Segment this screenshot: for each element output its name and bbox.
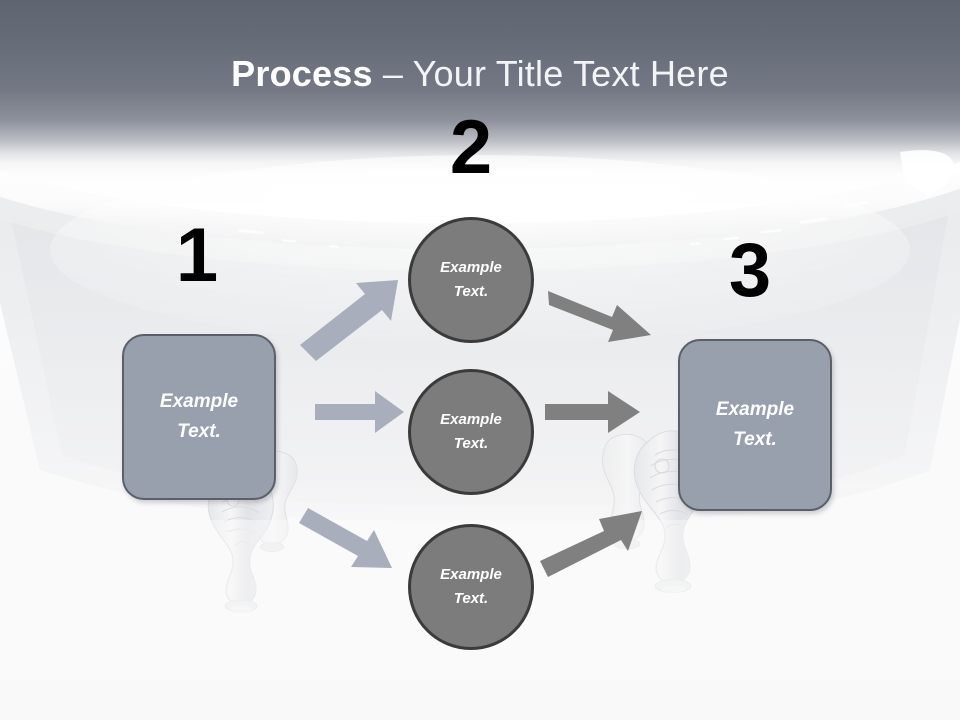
node-circle-middle[interactable]: Example Text. xyxy=(408,369,534,495)
node-right-box-text: Example Text. xyxy=(716,395,794,455)
node-circle-bottom-text: Example Text. xyxy=(440,563,502,611)
node-circle-top-line1: Example xyxy=(440,259,502,276)
node-circle-bottom-line1: Example xyxy=(440,566,502,583)
arrow-left-to-top xyxy=(300,280,398,361)
arrow-middle-to-right xyxy=(545,391,640,433)
node-right-box-line1: Example xyxy=(715,399,795,420)
step-number-1: 1 xyxy=(175,213,219,298)
title-light: – Your Title Text Here xyxy=(372,53,729,94)
node-circle-top[interactable]: Example Text. xyxy=(408,217,534,343)
node-circle-top-text: Example Text. xyxy=(440,256,502,304)
arrow-left-to-bottom xyxy=(299,508,392,568)
arrow-top-to-right xyxy=(548,291,651,342)
arrow-bottom-to-right xyxy=(540,511,642,577)
node-left-box-line1: Example xyxy=(159,391,239,412)
node-circle-top-line2: Text. xyxy=(453,283,489,300)
title-strong: Process xyxy=(231,53,373,94)
step-number-3: 3 xyxy=(728,228,772,313)
node-left-box-text: Example Text. xyxy=(160,387,238,447)
node-right-box[interactable]: Example Text. xyxy=(678,339,832,511)
slide-title: Process – Your Title Text Here xyxy=(0,52,960,96)
node-left-box-line2: Text. xyxy=(177,421,221,442)
node-circle-bottom[interactable]: Example Text. xyxy=(408,524,534,650)
node-circle-middle-text: Example Text. xyxy=(440,408,502,456)
node-left-box[interactable]: Example Text. xyxy=(122,334,276,500)
arrow-left-to-middle xyxy=(315,391,404,433)
node-circle-middle-line2: Text. xyxy=(453,435,489,452)
node-circle-middle-line1: Example xyxy=(440,411,502,428)
node-right-box-line2: Text. xyxy=(733,429,777,450)
node-circle-bottom-line2: Text. xyxy=(453,590,489,607)
step-number-2: 2 xyxy=(449,105,493,190)
